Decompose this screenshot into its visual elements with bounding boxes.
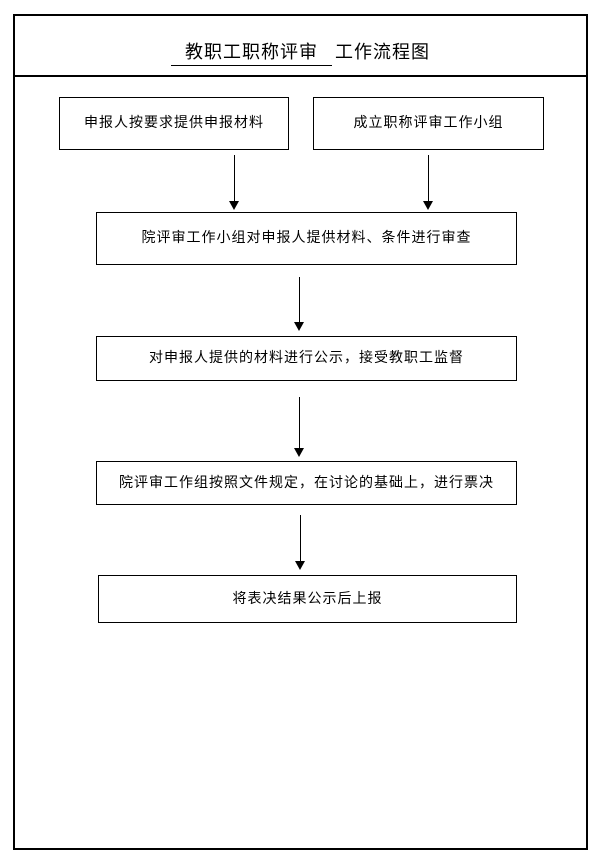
arrow-shaft — [234, 155, 235, 203]
flow-arrow-from-workgroup — [422, 155, 434, 210]
flow-arrow-to-vote — [293, 397, 305, 457]
flow-arrow-from-submit — [228, 155, 240, 210]
flow-arrow-to-publicize — [293, 277, 305, 331]
flow-node-form-workgroup: 成立职称评审工作小组 — [313, 97, 544, 150]
page-title: 教职工职称评审工作流程图 — [171, 38, 430, 66]
page-border-frame: 教职工职称评审工作流程图 — [13, 14, 588, 850]
arrow-down-icon — [294, 322, 304, 331]
page-title-plain-part: 工作流程图 — [335, 42, 430, 63]
title-bar: 教职工职称评审工作流程图 — [15, 16, 586, 77]
arrow-down-icon — [295, 561, 305, 570]
flow-node-report-results: 将表决结果公示后上报 — [98, 575, 517, 623]
arrow-down-icon — [229, 201, 239, 210]
arrow-shaft — [299, 397, 300, 450]
flow-node-publicize-materials: 对申报人提供的材料进行公示，接受教职工监督 — [96, 336, 517, 381]
flow-arrow-to-report — [294, 515, 306, 570]
page-title-underlined-part: 教职工职称评审 — [171, 38, 332, 66]
arrow-down-icon — [423, 201, 433, 210]
arrow-shaft — [428, 155, 429, 203]
flow-node-vote: 院评审工作组按照文件规定，在讨论的基础上，进行票决 — [96, 461, 517, 505]
arrow-down-icon — [294, 448, 304, 457]
arrow-shaft — [299, 277, 300, 324]
arrow-shaft — [300, 515, 301, 563]
flow-node-submit-materials: 申报人按要求提供申报材料 — [59, 97, 289, 150]
flow-node-review-materials: 院评审工作小组对申报人提供材料、条件进行审查 — [96, 212, 517, 265]
